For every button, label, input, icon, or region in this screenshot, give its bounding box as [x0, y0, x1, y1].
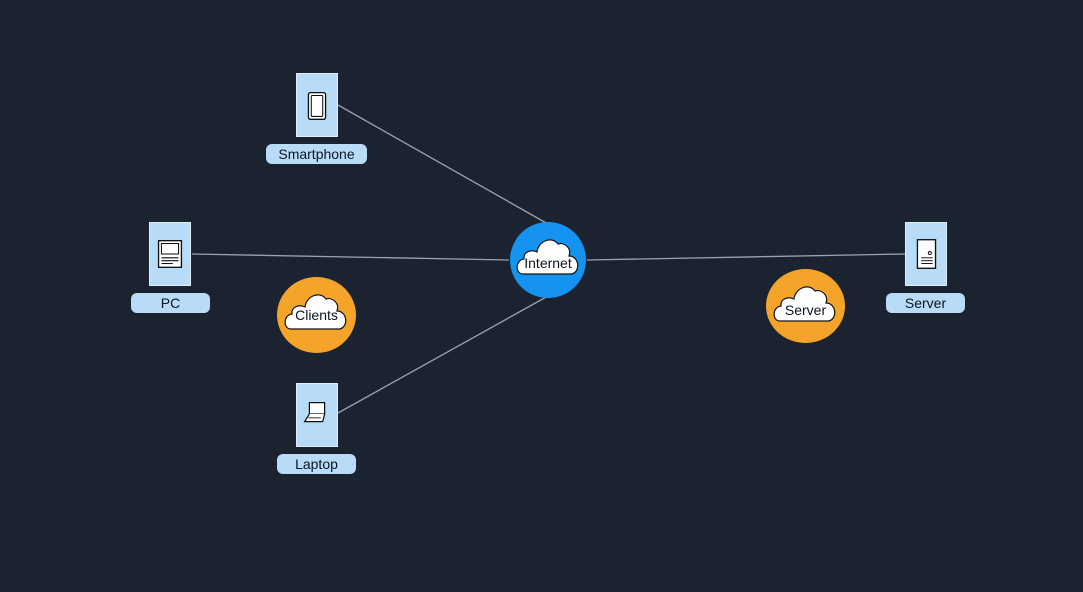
cloud-icon	[277, 277, 356, 353]
edge-smartphone-internet	[337, 104, 549, 225]
laptop-icon	[303, 402, 326, 423]
edge-pc-internet	[191, 253, 510, 261]
cloud-icon	[510, 222, 586, 298]
edge-laptop-internet	[337, 295, 549, 414]
smartphone-node[interactable]	[296, 73, 338, 137]
smartphone-icon	[307, 91, 327, 120]
server-group-node[interactable]: Server	[766, 269, 845, 343]
pc-label: PC	[131, 293, 210, 313]
cloud-icon	[766, 269, 845, 343]
laptop-label: Laptop	[277, 454, 356, 474]
smartphone-label: Smartphone	[266, 144, 367, 164]
server-label: Server	[886, 293, 965, 313]
server-node[interactable]	[905, 222, 947, 286]
clients-label: Clients	[295, 307, 338, 323]
server-icon	[916, 239, 937, 269]
internet-node[interactable]: Internet	[509, 222, 587, 298]
laptop-node[interactable]	[296, 383, 338, 447]
internet-label: Internet	[524, 255, 572, 271]
desktop-pc-icon	[157, 240, 183, 268]
clients-group-node[interactable]: Clients	[277, 277, 356, 353]
edge-internet-server	[586, 253, 906, 261]
server-group-label: Server	[784, 302, 827, 318]
pc-node[interactable]	[149, 222, 191, 286]
